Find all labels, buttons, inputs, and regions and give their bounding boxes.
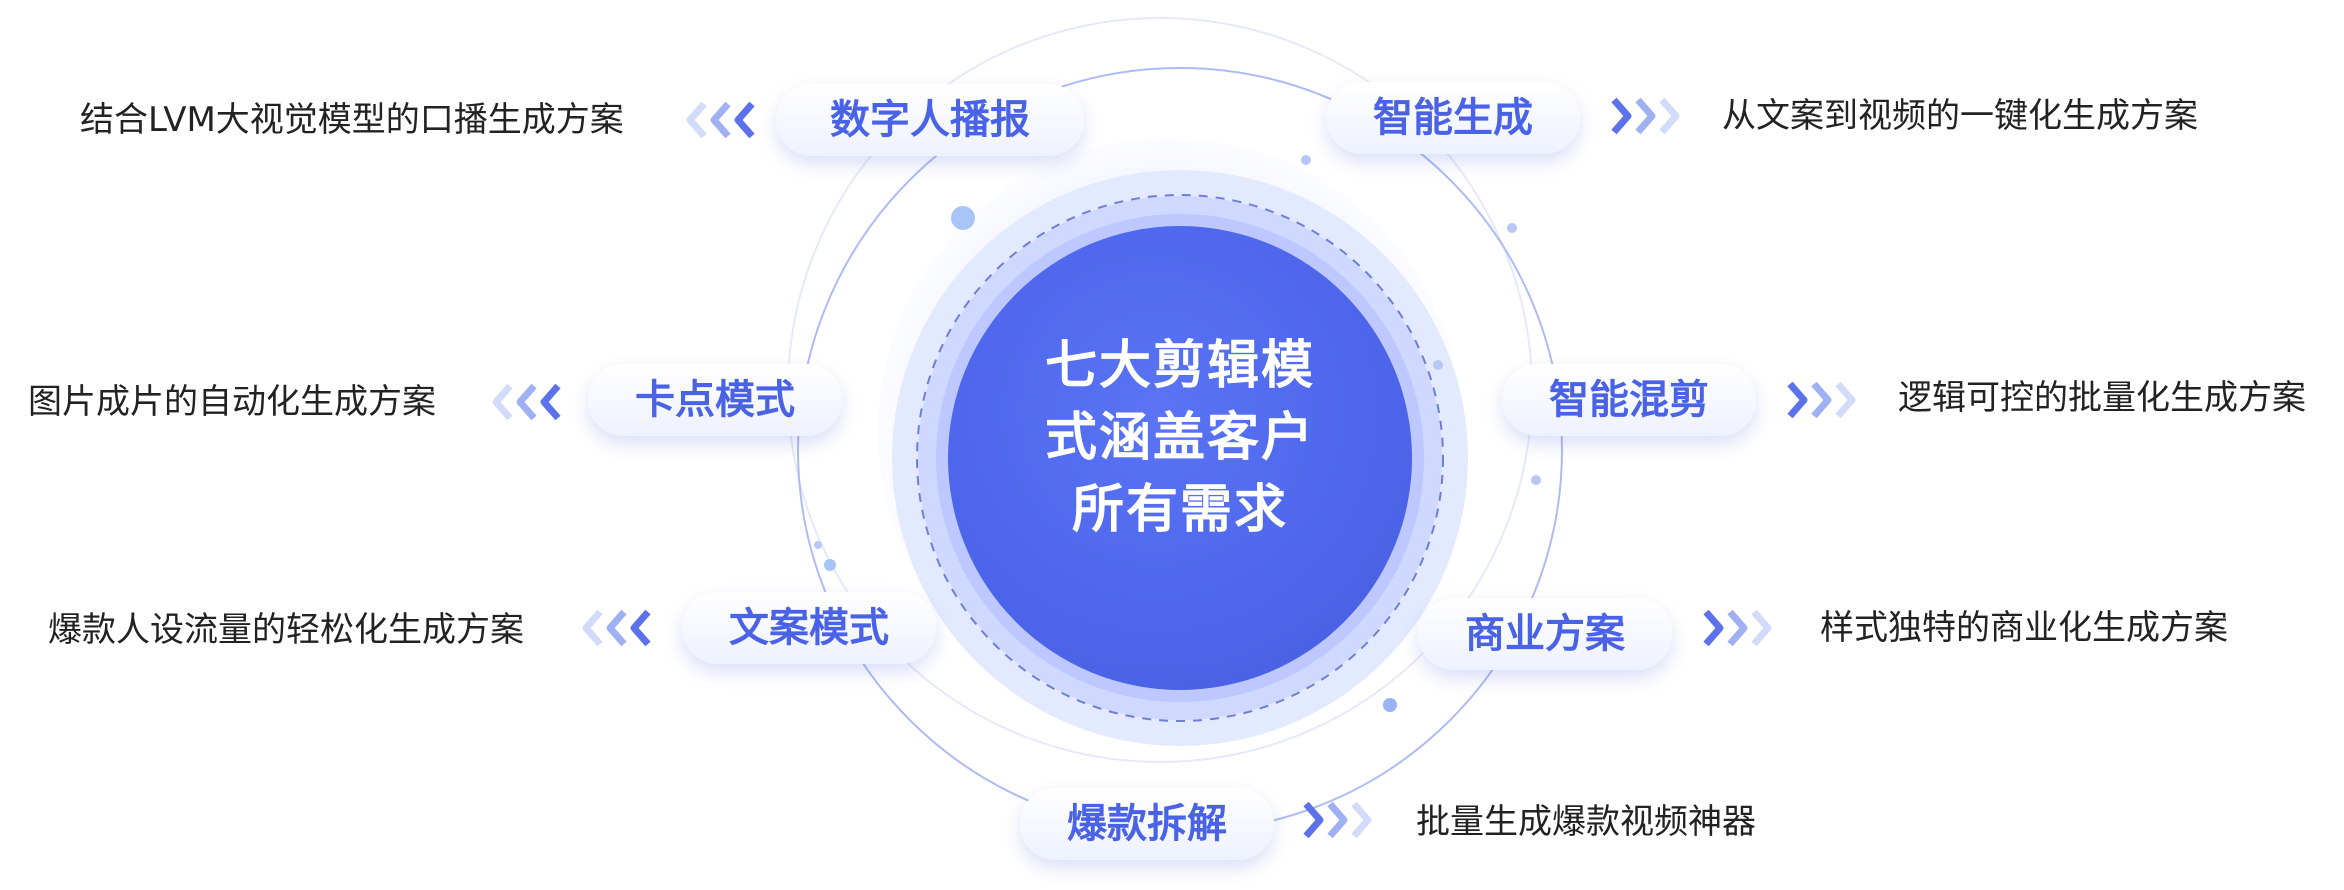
chevrons-right-icon [1303, 801, 1372, 839]
mode-description: 样式独特的商业化生成方案 [1820, 608, 2228, 648]
chevrons-left-icon [686, 101, 755, 139]
mode-description: 批量生成爆款视频神器 [1416, 802, 1756, 842]
chevrons-right-icon [1787, 381, 1856, 419]
decor-dot [1531, 475, 1541, 485]
center-circle [948, 226, 1412, 690]
decor-dot [1433, 360, 1443, 370]
mode-pill-business[interactable]: 商业方案 [1418, 598, 1672, 670]
mode-pill-beat-sync[interactable]: 卡点模式 [588, 364, 842, 436]
chevrons-left-icon [582, 609, 651, 647]
mode-pill-copywriting[interactable]: 文案模式 [682, 592, 936, 664]
chevrons-right-icon [1703, 609, 1772, 647]
mode-pill-smart-generate[interactable]: 智能生成 [1326, 82, 1580, 154]
decor-dot [1507, 223, 1517, 233]
mode-pill-smart-mix[interactable]: 智能混剪 [1502, 364, 1756, 436]
mode-description: 逻辑可控的批量化生成方案 [1898, 378, 2306, 418]
center-title-line: 所有需求 [1071, 480, 1288, 540]
mode-pill-digital-human[interactable]: 数字人播报 [776, 84, 1084, 156]
center-title: 七大剪辑模 式涵盖客户 所有需求 [1030, 330, 1330, 546]
decor-dot [814, 541, 822, 549]
chevrons-right-icon [1611, 97, 1680, 135]
center-title-line: 七大剪辑模 [1044, 336, 1315, 396]
mode-description: 图片成片的自动化生成方案 [28, 382, 436, 422]
mode-description: 爆款人设流量的轻松化生成方案 [48, 610, 524, 650]
center-title-line: 式涵盖客户 [1044, 408, 1315, 468]
decor-dot [1301, 155, 1311, 165]
decor-dot [824, 559, 836, 571]
decor-dot [1383, 698, 1397, 712]
decor-dot [951, 206, 975, 230]
chevrons-left-icon [492, 383, 561, 421]
mode-pill-viral-breakdown[interactable]: 爆款拆解 [1020, 788, 1274, 860]
mode-description: 从文案到视频的一键化生成方案 [1722, 96, 2198, 136]
mode-description: 结合LVM大视觉模型的口播生成方案 [80, 100, 624, 140]
dashed-ring [916, 194, 1444, 722]
